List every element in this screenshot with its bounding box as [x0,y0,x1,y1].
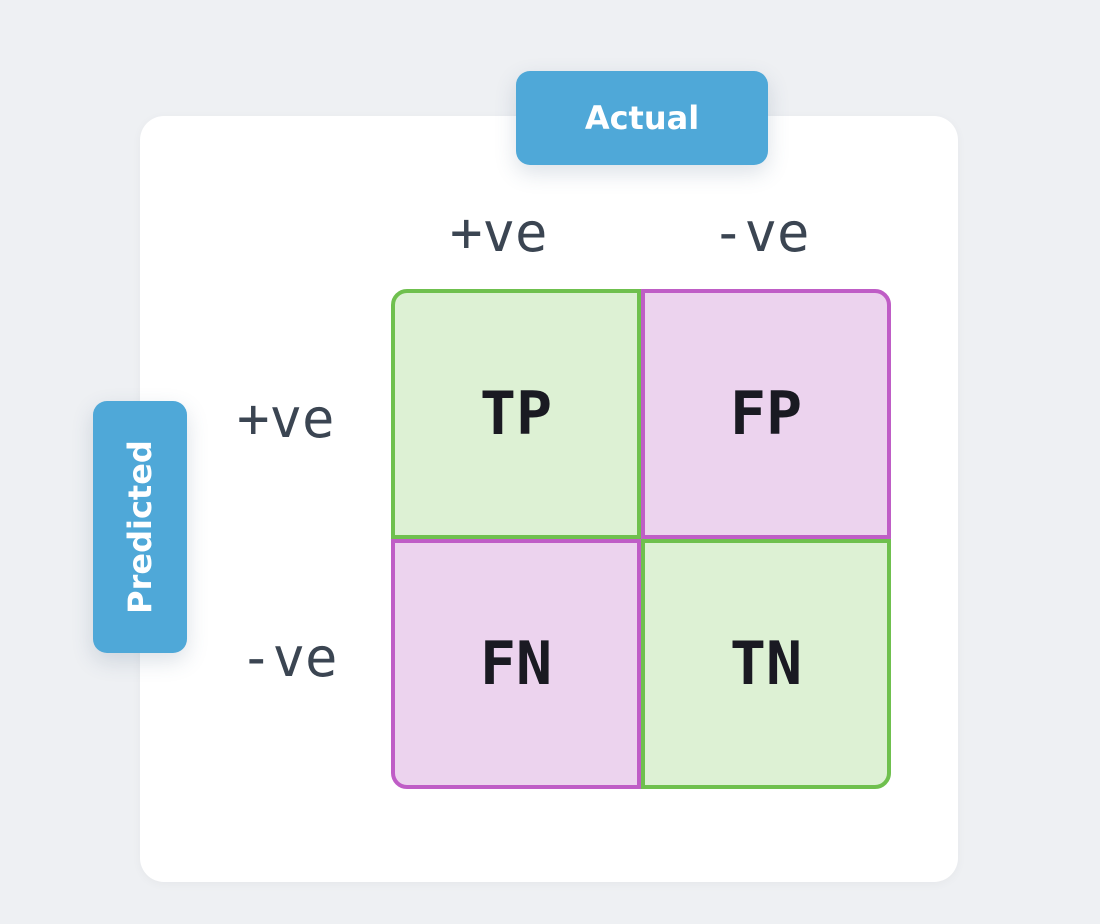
actual-header-label: Actual [584,99,700,137]
predicted-header: Predicted [93,401,187,653]
predicted-header-label: Predicted [121,440,159,614]
cell-false-positive: FP [641,289,891,539]
cell-true-negative: TN [641,539,891,789]
cell-true-negative-label: TN [729,629,803,699]
cell-false-positive-label: FP [729,379,803,449]
cell-false-negative-label: FN [479,629,553,699]
cell-true-positive: TP [391,289,641,539]
cell-false-negative: FN [391,539,641,789]
cell-true-positive-label: TP [479,379,553,449]
row-label-negative: -ve [240,626,338,689]
actual-header: Actual [516,71,768,165]
column-label-positive: +ve [450,201,548,264]
column-label-negative: -ve [712,201,810,264]
row-label-positive: +ve [237,387,335,450]
